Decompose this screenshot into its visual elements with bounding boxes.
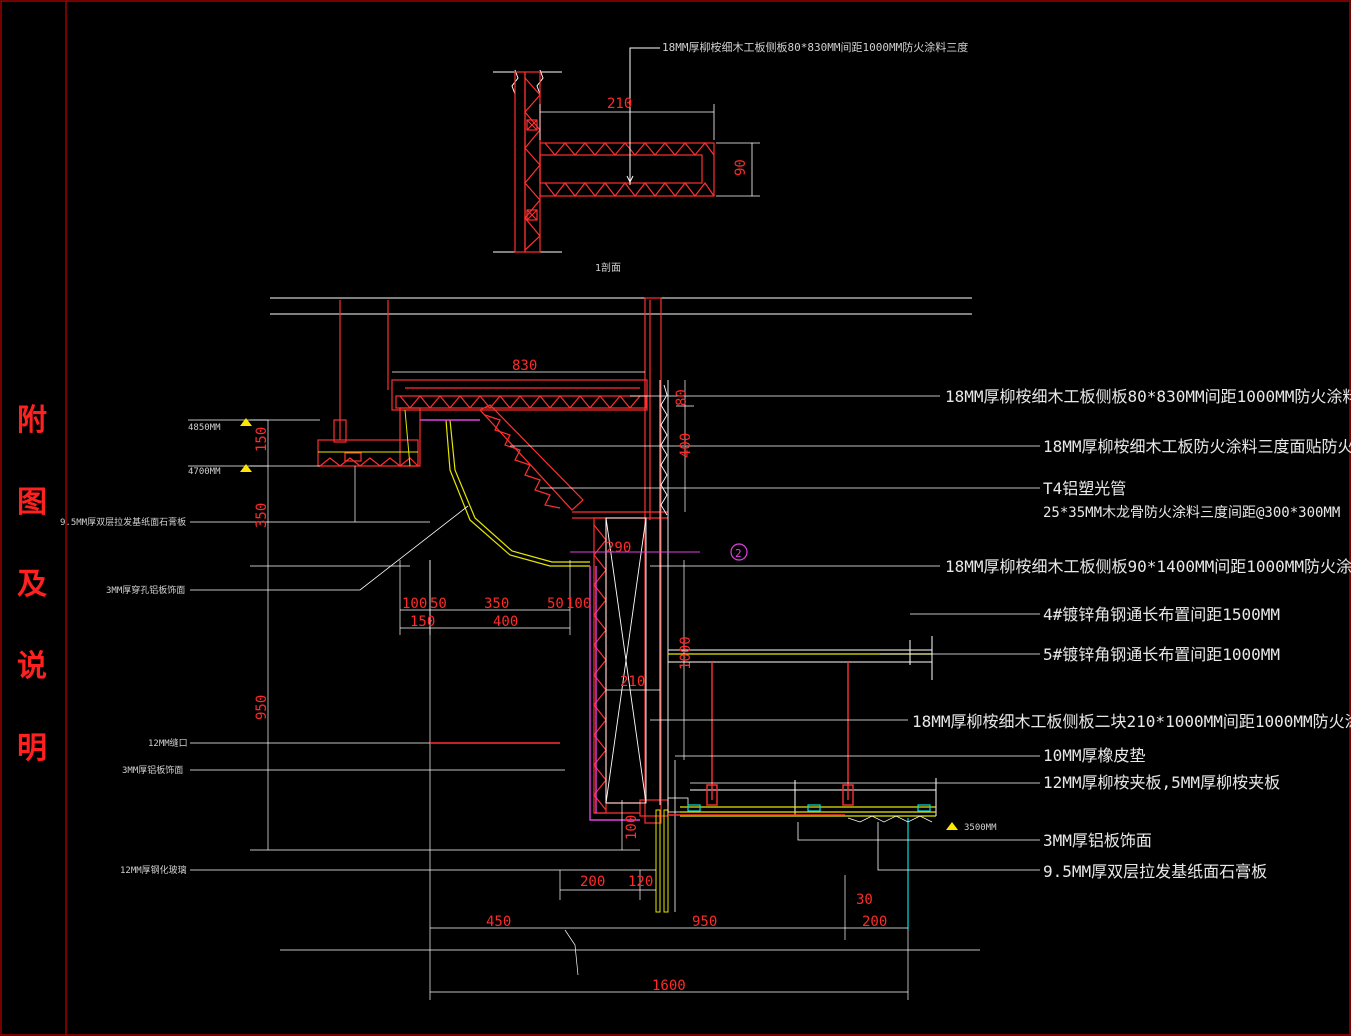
sheet-side-title: 附 图 及 说 明 — [14, 380, 50, 790]
dim-400-horizontal: 400 — [493, 614, 518, 630]
note-aluminium-facing: 3MM厚铝板饰面 — [1043, 831, 1152, 850]
note-wood-keel: 25*35MM木龙骨防火涂料三度间距@300*300MM — [1043, 505, 1340, 521]
section-1-dim-width: 210 — [607, 96, 632, 112]
note-left-aluminium: 3MM厚铝板饰面 — [122, 764, 183, 776]
dim-150: 150 — [254, 427, 270, 452]
dim-830: 830 — [512, 358, 537, 374]
dim-30: 30 — [856, 892, 873, 908]
note-gypsum-board: 9.5MM厚双层拉发基纸面石膏板 — [1043, 862, 1267, 881]
level-4850: 4850MM — [188, 423, 221, 433]
dim-100-left: 100 — [402, 596, 427, 612]
note-plywood: 12MM厚柳桉夹板,5MM厚柳桉夹板 — [1043, 773, 1280, 792]
section-1-caption: 1剖面 — [595, 261, 621, 274]
dim-80: 80 — [674, 389, 690, 406]
side-title-char: 说 — [17, 649, 47, 684]
note-left-glass: 12MM厚钢化玻璃 — [120, 864, 187, 876]
section-callout-number: 2 — [735, 547, 742, 560]
side-title-char: 及 — [17, 567, 47, 602]
note-side-board-90x1400: 18MM厚柳桉细木工板侧板90*1400MM间距1000MM防火涂料三度 — [945, 557, 1351, 576]
dim-290: 290 — [606, 540, 631, 556]
dim-350-horizontal: 350 — [484, 596, 509, 612]
dim-100-vertical: 100 — [624, 815, 640, 840]
dim-1600: 1600 — [652, 978, 686, 994]
note-side-board-80x830: 18MM厚柳桉细木工板侧板80*830MM间距1000MM防火涂料三度 — [945, 387, 1351, 406]
dim-210: 210 — [620, 674, 645, 690]
dim-950-horizontal: 950 — [692, 914, 717, 930]
dim-950-vertical: 950 — [254, 695, 270, 720]
note-angle-steel-5: 5#镀锌角钢通长布置间距1000MM — [1043, 645, 1280, 664]
note-side-board-210x1000: 18MM厚柳桉细木工板侧板二块210*1000MM间距1000MM防火涂料三度 — [912, 712, 1351, 731]
note-angle-steel-4: 4#镀锌角钢通长布置间距1500MM — [1043, 605, 1280, 624]
dim-100-right: 100 — [566, 596, 591, 612]
note-rubber-pad: 10MM厚橡皮垫 — [1043, 746, 1146, 765]
dim-400: 400 — [678, 433, 694, 458]
dim-450: 450 — [486, 914, 511, 930]
dim-50-right: 50 — [547, 596, 564, 612]
section-1-note: 18MM厚柳桉细木工板侧板80*830MM间距1000MM防火涂料三度 — [662, 40, 968, 54]
dim-120: 120 — [628, 874, 653, 890]
side-title-char: 附 — [17, 403, 47, 438]
dim-1000: 1000 — [678, 636, 694, 670]
side-title-char: 明 — [17, 731, 47, 766]
dim-200-left: 200 — [580, 874, 605, 890]
main-section-detail: 2 4850MM 4700MM 3500MM 830 80 400 150 35… — [60, 297, 1351, 1000]
dim-350: 350 — [254, 503, 270, 528]
section-callout-marker — [730, 543, 748, 561]
note-left-perforated-aluminium: 3MM厚穿孔铝板饰面 — [106, 584, 185, 596]
level-4700: 4700MM — [188, 467, 221, 477]
dim-200-right: 200 — [862, 914, 887, 930]
dim-50-left: 50 — [430, 596, 447, 612]
side-title-char: 图 — [17, 485, 47, 520]
note-fireproof-board: 18MM厚柳桉细木工板防火涂料三度面贴防火板 — [1043, 437, 1351, 456]
note-left-joint: 12MM缝口 — [148, 737, 188, 749]
section-1-detail: 210 90 18MM厚柳桉细木工板侧板80*830MM间距1000MM防火涂料… — [493, 40, 968, 274]
note-t4-tube: T4铝塑光管 — [1043, 479, 1126, 498]
section-1-dim-height: 90 — [733, 159, 749, 176]
dim-150-horizontal: 150 — [410, 614, 435, 630]
level-marker-icon — [240, 418, 958, 830]
note-left-gypsum: 9.5MM厚双层拉发基纸面石膏板 — [60, 516, 186, 528]
level-3500: 3500MM — [964, 823, 997, 833]
